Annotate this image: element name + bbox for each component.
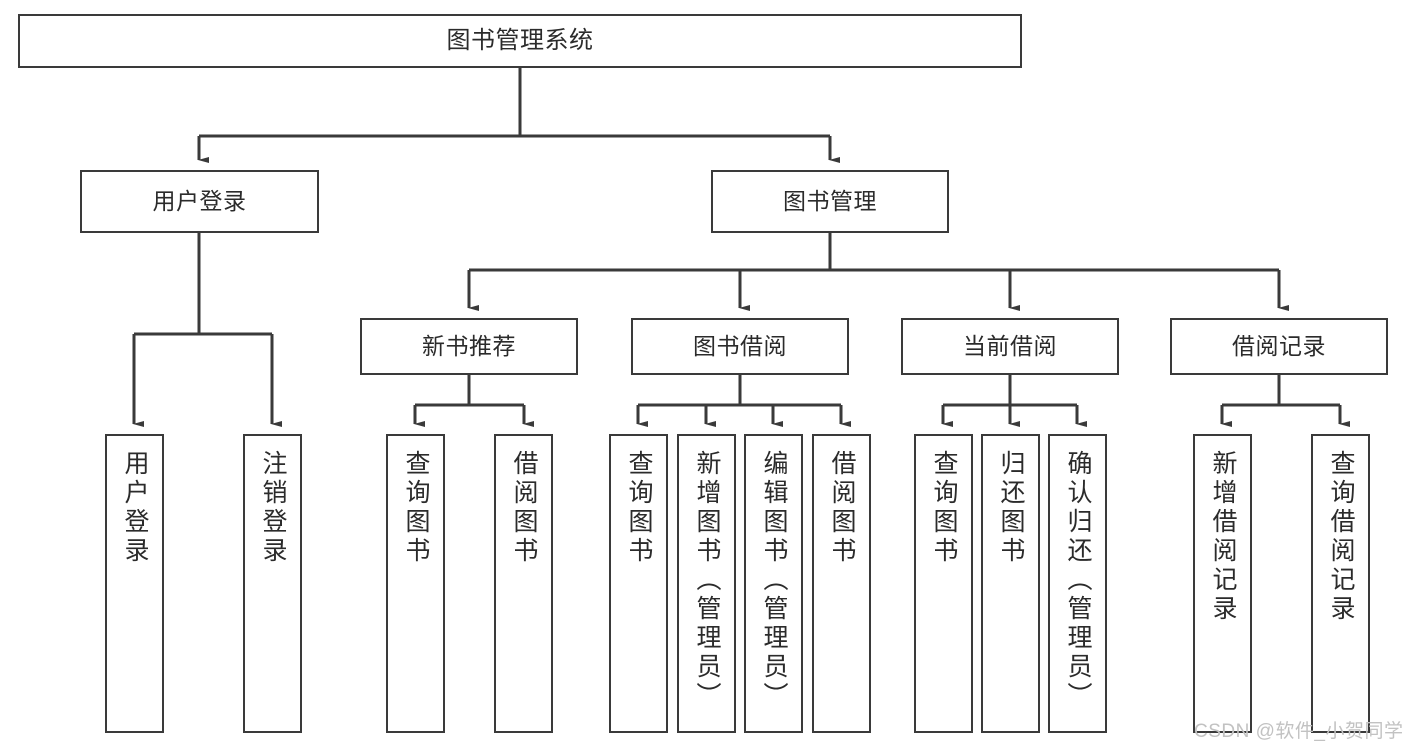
node-label: 图书管理系统 <box>446 26 594 54</box>
node-label: 查询图书 <box>625 450 653 566</box>
node-label: 查询图书 <box>930 450 958 566</box>
node-label: 归还图书 <box>997 450 1025 566</box>
node-label: 新增图书（管理员） <box>693 450 721 711</box>
node-label: 新增借阅记录 <box>1209 450 1237 624</box>
leaf-borrow-edit-book-admin[interactable]: 编辑图书（管理员） <box>744 434 803 733</box>
leaf-current-return-book[interactable]: 归还图书 <box>981 434 1040 733</box>
node-label: 用户登录 <box>152 187 247 214</box>
leaf-current-confirm-return-admin[interactable]: 确认归还（管理员） <box>1048 434 1107 733</box>
leaf-borrow-add-book-admin[interactable]: 新增图书（管理员） <box>677 434 736 733</box>
node-new-book-recommend[interactable]: 新书推荐 <box>360 318 578 375</box>
leaf-recommend-query-book[interactable]: 查询图书 <box>386 434 445 733</box>
node-label: 图书借阅 <box>693 332 787 359</box>
node-current-borrow[interactable]: 当前借阅 <box>901 318 1119 375</box>
node-label: 当前借阅 <box>963 332 1057 359</box>
node-borrow-record[interactable]: 借阅记录 <box>1170 318 1388 375</box>
node-label: 确认归还（管理员） <box>1064 450 1092 711</box>
node-label: 新书推荐 <box>422 332 516 359</box>
leaf-record-query-record[interactable]: 查询借阅记录 <box>1311 434 1370 733</box>
node-label: 查询借阅记录 <box>1327 450 1355 624</box>
node-label: 查询图书 <box>402 450 430 566</box>
leaf-user-login-logout[interactable]: 注销登录 <box>243 434 302 733</box>
node-user-login[interactable]: 用户登录 <box>80 170 319 233</box>
leaf-borrow-borrow-book[interactable]: 借阅图书 <box>812 434 871 733</box>
node-label: 编辑图书（管理员） <box>760 450 788 711</box>
leaf-current-query-book[interactable]: 查询图书 <box>914 434 973 733</box>
node-label: 用户登录 <box>121 450 149 566</box>
leaf-user-login-login[interactable]: 用户登录 <box>105 434 164 733</box>
node-label: 注销登录 <box>259 450 287 566</box>
node-label: 借阅记录 <box>1232 332 1326 359</box>
leaf-recommend-borrow-book[interactable]: 借阅图书 <box>494 434 553 733</box>
node-root-system[interactable]: 图书管理系统 <box>18 14 1022 68</box>
leaf-borrow-query-book[interactable]: 查询图书 <box>609 434 668 733</box>
node-book-management[interactable]: 图书管理 <box>711 170 949 233</box>
node-label: 图书管理 <box>783 187 877 214</box>
node-book-borrow[interactable]: 图书借阅 <box>631 318 849 375</box>
leaf-record-add-record[interactable]: 新增借阅记录 <box>1193 434 1252 733</box>
node-label: 借阅图书 <box>828 450 856 566</box>
node-label: 借阅图书 <box>510 450 538 566</box>
